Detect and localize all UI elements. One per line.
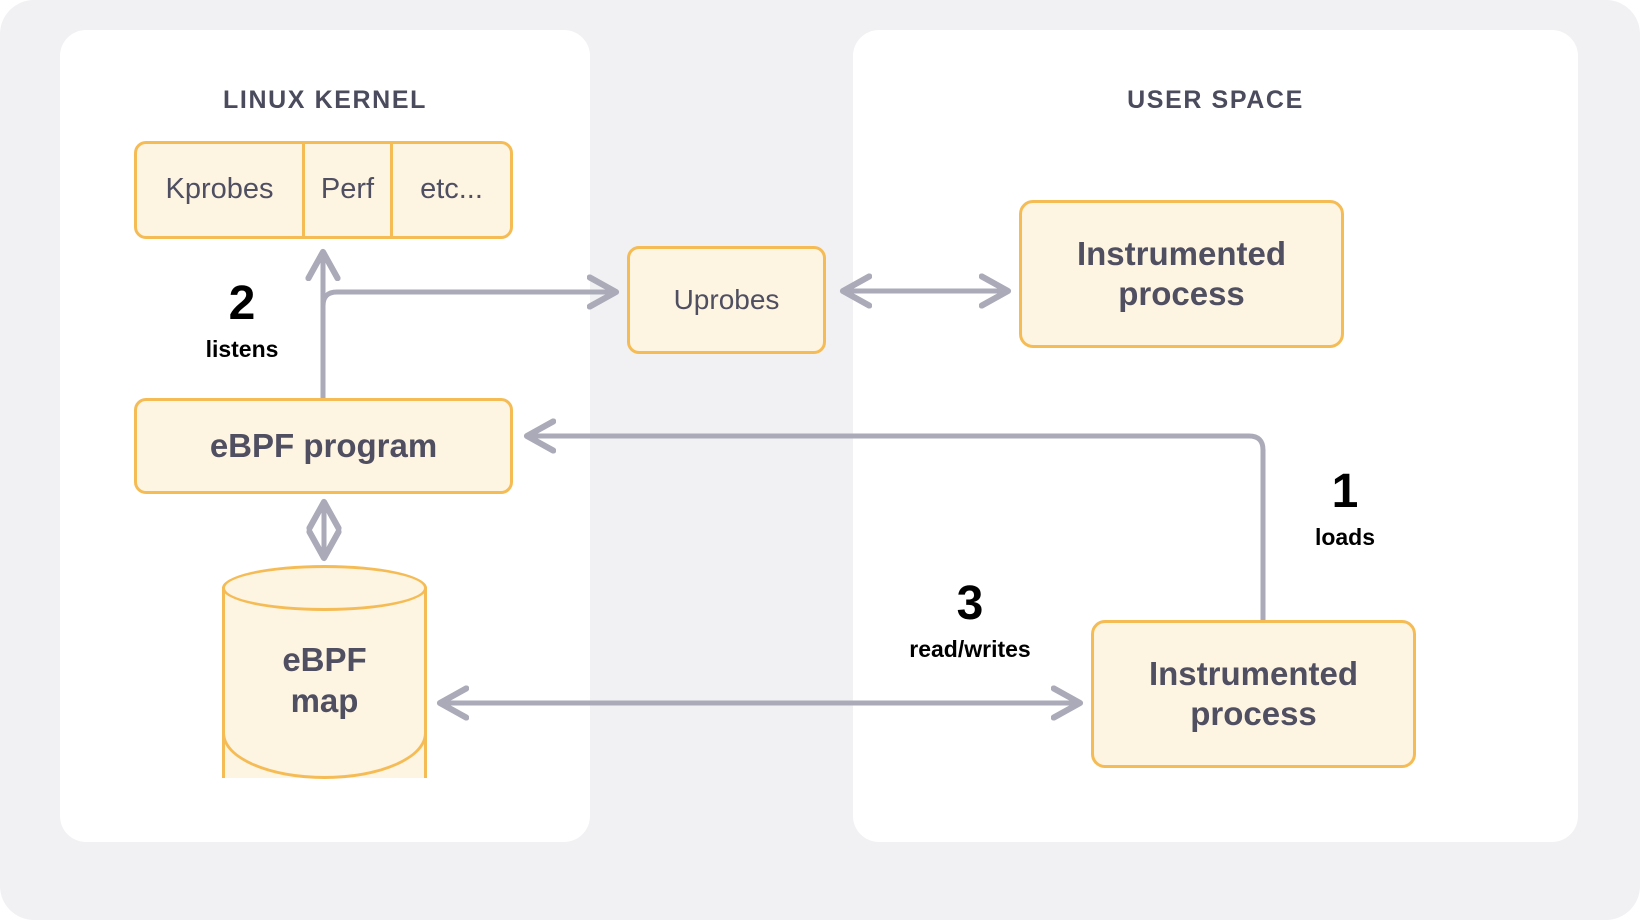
panel-title-user-space: USER SPACE (1127, 86, 1304, 114)
wire-loads-process-to-program (527, 436, 1266, 623)
step-label-3: 3 read/writes (885, 580, 1055, 661)
step-text-loads: loads (1314, 524, 1376, 550)
node-ebpf-map-label-line1: eBPF (282, 641, 367, 678)
node-instrumented-process-top-line2: process (1118, 275, 1245, 312)
node-instrumented-process-top[interactable]: Instrumented process (1019, 200, 1344, 348)
step-text-readwrites: read/writes (909, 636, 1031, 662)
step-number-2: 2 (228, 277, 256, 330)
node-ebpf-map[interactable]: eBPF map (222, 565, 427, 800)
node-instrumented-process-top-line1: Instrumented (1076, 234, 1287, 272)
node-ebpf-map-label: eBPF map (222, 639, 427, 722)
probe-cell-etc[interactable]: etc... (420, 173, 483, 206)
node-instrumented-process-bottom[interactable]: Instrumented process (1091, 620, 1416, 768)
panel-title-linux-kernel: LINUX KERNEL (223, 86, 427, 114)
cylinder-top-ellipse (222, 565, 427, 611)
probe-cell-perf[interactable]: Perf (305, 144, 393, 236)
node-uprobes[interactable]: Uprobes (627, 246, 826, 354)
step-text-listens: listens (205, 336, 279, 362)
step-label-1: 1 loads (1295, 468, 1395, 549)
node-ebpf-map-label-line2: map (290, 682, 359, 720)
step-number-3: 3 (956, 577, 984, 630)
step-number-1: 1 (1331, 465, 1359, 518)
wire-listens-branch-to-uprobes (320, 292, 616, 363)
step-label-2: 2 listens (192, 280, 292, 361)
probe-cell-kprobes[interactable]: Kprobes (137, 144, 305, 236)
node-probes-row[interactable]: Kprobes Perf etc... (134, 141, 513, 239)
node-instrumented-process-bottom-line1: Instrumented (1148, 654, 1359, 692)
node-ebpf-program[interactable]: eBPF program (134, 398, 513, 494)
node-instrumented-process-bottom-line2: process (1190, 695, 1317, 732)
